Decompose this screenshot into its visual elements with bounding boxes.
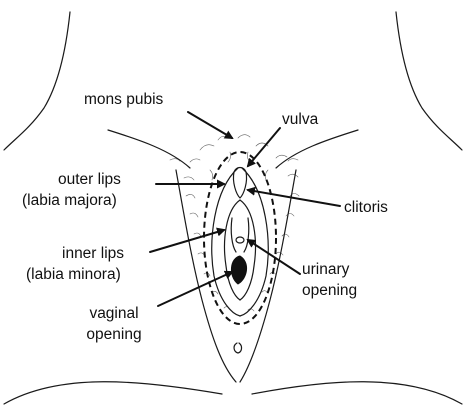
left-buttock-curve — [4, 382, 222, 404]
label-urinary-line1: urinary — [302, 261, 350, 278]
left-torso-line — [4, 12, 70, 150]
label-vulva: vulva — [282, 111, 319, 128]
label-labia-majora: (labia majora) — [22, 192, 117, 209]
vaginal-opening — [231, 256, 246, 284]
label-vaginal-line1: vaginal — [89, 305, 138, 322]
urinary-opening — [236, 237, 244, 243]
inner-fold-right — [244, 218, 249, 252]
anatomy-structures — [212, 168, 268, 317]
inner-lip-right — [240, 200, 255, 300]
label-labia-minora: (labia minora) — [26, 266, 121, 283]
right-torso-line — [396, 12, 462, 150]
label-mons-pubis: mons pubis — [84, 91, 164, 108]
pubic-hair — [170, 135, 299, 311]
anus-mark — [234, 343, 242, 353]
inner-fold-left — [231, 218, 236, 252]
vulva-pointer — [248, 128, 280, 166]
right-thigh-line — [240, 170, 296, 382]
mons-pubis-pointer — [188, 112, 232, 138]
label-urinary-line2: opening — [302, 282, 357, 299]
left-groin-line — [108, 130, 190, 168]
right-groin-line — [276, 130, 358, 168]
label-outer-lips: outer lips — [58, 171, 121, 188]
inner-lip-left — [225, 200, 240, 300]
left-thigh-line — [176, 170, 236, 382]
right-buttock-curve — [252, 382, 462, 404]
vaginal-opening-pointer — [158, 272, 232, 306]
clitoral-hood — [233, 168, 246, 199]
label-clitoris: clitoris — [344, 199, 388, 216]
label-inner-lips: inner lips — [62, 245, 124, 262]
label-vaginal-line2: opening — [86, 326, 141, 343]
